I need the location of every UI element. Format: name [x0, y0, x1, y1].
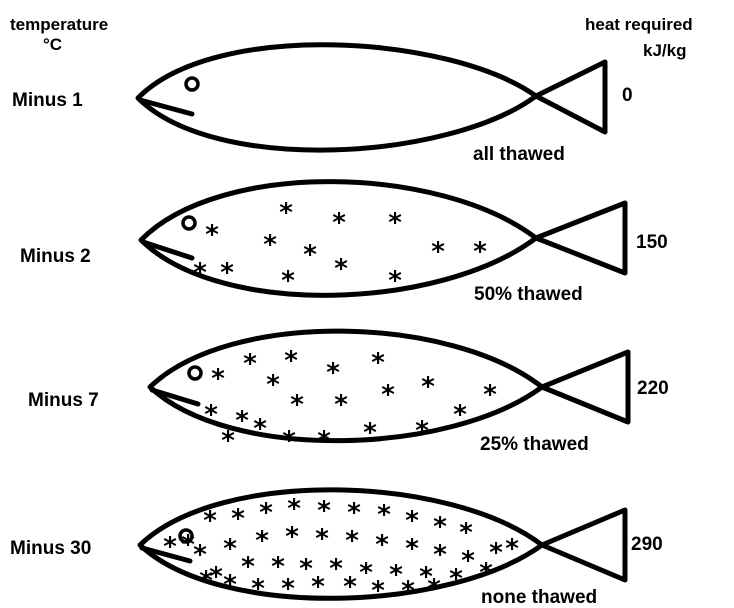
ice-crystal-icon: * — [163, 532, 177, 562]
ice-crystal-icon: * — [347, 498, 361, 528]
ice-crystal-icon: * — [199, 566, 213, 596]
ice-crystal-icon: * — [231, 504, 245, 534]
ice-crystal-icon: * — [415, 416, 429, 446]
ice-crystal-icon: * — [483, 380, 497, 410]
ice-crystal-icon: * — [377, 500, 391, 530]
ice-crystal-icon: * — [266, 370, 280, 400]
ice-crystal-icon: * — [243, 349, 257, 379]
ice-crystal-icon: * — [363, 418, 377, 448]
ice-crystal-icon: * — [317, 426, 331, 456]
ice-crystal-icon: * — [285, 522, 299, 552]
ice-crystal-icon: * — [181, 530, 195, 560]
ice-crystal-icon: * — [211, 364, 225, 394]
ice-crystal-icon: * — [287, 494, 301, 524]
ice-crystal-icon: * — [388, 208, 402, 238]
ice-crystal-icon: * — [459, 518, 473, 548]
ice-crystal-icon: * — [223, 534, 237, 564]
ice-crystal-icon: * — [282, 426, 296, 456]
ice-crystal-icon: * — [345, 526, 359, 556]
ice-crystal-icon: * — [315, 524, 329, 554]
ice-crystal-icon: * — [405, 534, 419, 564]
ice-crystal-icon: * — [334, 390, 348, 420]
ice-crystal-icon: * — [505, 534, 519, 564]
ice-crystal-icon: * — [311, 572, 325, 602]
ice-crystal-icon: * — [433, 540, 447, 570]
ice-crystal-icon: * — [193, 258, 207, 288]
ice-crystal-icon: * — [253, 414, 267, 444]
ice-crystal-icon: * — [317, 496, 331, 526]
eye-icon — [189, 367, 201, 379]
ice-crystal-icon: * — [279, 198, 293, 228]
ice-crystal-icon: * — [371, 348, 385, 378]
ice-crystal-icon: * — [433, 512, 447, 542]
ice-crystal-icon: * — [203, 506, 217, 536]
ice-crystal-icon: * — [381, 380, 395, 410]
ice-crystal-icon: * — [290, 390, 304, 420]
ice-crystal-icon: * — [281, 574, 295, 604]
ice-crystal-icon: * — [449, 564, 463, 594]
ice-crystal-icon: * — [332, 208, 346, 238]
ice-crystal-icon: * — [235, 406, 249, 436]
ice-crystal-icon: * — [473, 237, 487, 267]
ice-crystal-icon: * — [259, 498, 273, 528]
ice-crystal-icon: * — [334, 254, 348, 284]
ice-crystal-icon: * — [431, 237, 445, 267]
fish-outline-icon — [138, 45, 605, 150]
ice-crystal-icon: * — [326, 358, 340, 388]
eye-icon — [183, 217, 195, 229]
ice-crystal-icon: * — [427, 574, 441, 604]
ice-crystal-icon: * — [223, 570, 237, 600]
ice-crystal-icon: * — [220, 258, 234, 288]
ice-crystal-icon: * — [421, 372, 435, 402]
ice-crystal-icon: * — [405, 506, 419, 536]
ice-crystal-icon: * — [204, 400, 218, 430]
ice-crystal-icon: * — [263, 230, 277, 260]
ice-crystal-icon: * — [329, 554, 343, 584]
ice-crystal-icon: * — [251, 574, 265, 604]
eye-icon — [186, 78, 198, 90]
ice-crystal-icon: * — [401, 576, 415, 606]
ice-crystal-icon: * — [284, 346, 298, 376]
ice-crystal-icon: * — [375, 530, 389, 560]
ice-crystal-icon: * — [221, 426, 235, 456]
ice-crystal-icon: * — [479, 558, 493, 588]
ice-crystal-icon: * — [388, 266, 402, 296]
ice-crystal-icon: * — [371, 576, 385, 606]
ice-crystal-icon: * — [281, 266, 295, 296]
ice-crystal-icon: * — [453, 400, 467, 430]
ice-crystal-icon: * — [255, 526, 269, 556]
ice-crystal-icon: * — [205, 220, 219, 250]
ice-crystal-icon: * — [343, 572, 357, 602]
ice-crystal-icon: * — [461, 546, 475, 576]
ice-crystal-icon: * — [303, 240, 317, 270]
